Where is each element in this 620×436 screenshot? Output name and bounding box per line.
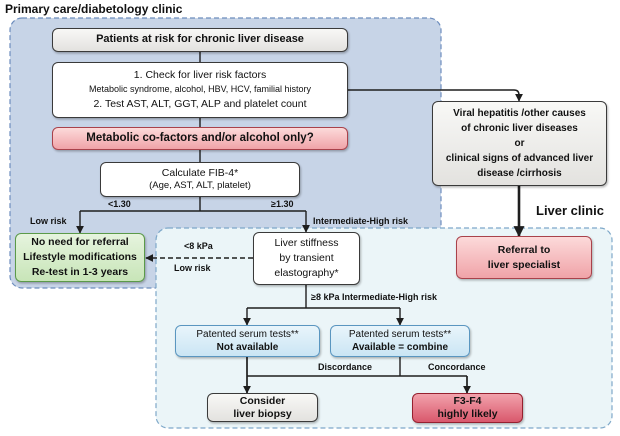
- stiffness-low-risk-label: Low risk: [174, 263, 211, 273]
- viral-line-3: or: [514, 138, 525, 149]
- fib4-high-threshold-label: ≥1.30: [271, 199, 294, 209]
- referral-line-1: Referral to: [497, 243, 551, 256]
- f3f4-line-2: highly likely: [437, 408, 498, 420]
- risk-check-step2: 2. Test AST, ALT, GGT, ALP and platelet …: [93, 98, 307, 111]
- patients-at-risk-box: Patients at risk for chronic liver disea…: [52, 28, 348, 52]
- biopsy-line-2: liver biopsy: [233, 407, 292, 420]
- serum-unavailable-status: Not available: [216, 342, 279, 353]
- risk-check-factors: Metabolic syndrome, alcohol, HBV, HCV, f…: [89, 83, 311, 94]
- serum-unavailable-title: Patented serum tests**: [196, 329, 299, 340]
- referral-box: Referral to liver specialist: [456, 236, 592, 279]
- concordance-label: Concordance: [428, 362, 486, 372]
- serum-unavailable-box: Patented serum tests** Not available: [175, 325, 320, 357]
- viral-line-5: disease /cirrhosis: [477, 168, 562, 179]
- f3f4-box: F3-F4 highly likely: [412, 393, 523, 423]
- fib4-low-threshold-label: <1.30: [108, 199, 131, 209]
- cofactors-question-box: Metabolic co-factors and/or alcohol only…: [52, 127, 348, 150]
- cofactors-question-text: Metabolic co-factors and/or alcohol only…: [86, 132, 314, 145]
- stiffness-line-1: Liver stiffness: [274, 237, 339, 249]
- stiffness-low-threshold-label: <8 kPa: [184, 241, 213, 251]
- fib4-low-risk-label: Low risk: [30, 216, 67, 226]
- risk-check-box: 1. Check for liver risk factors Metaboli…: [52, 62, 348, 118]
- biopsy-box: Consider liver biopsy: [207, 393, 318, 422]
- f3f4-line-1: F3-F4: [453, 395, 482, 407]
- biopsy-line-1: Consider: [239, 394, 286, 407]
- no-referral-line-3: Re-test in 1-3 years: [31, 266, 129, 278]
- fib4-high-risk-label: Intermediate-High risk: [313, 216, 409, 226]
- no-referral-box: No need for referral Lifestyle modificat…: [15, 233, 145, 282]
- viral-line-2: of chronic liver diseases: [461, 123, 578, 134]
- viral-line-4: clinical signs of advanced liver: [445, 153, 594, 164]
- discordance-label: Discordance: [318, 362, 373, 372]
- serum-available-status: Available = combine: [351, 342, 449, 353]
- no-referral-line-2: Lifestyle modifications: [23, 251, 137, 263]
- referral-line-2: liver specialist: [487, 258, 561, 271]
- risk-check-step1: 1. Check for liver risk factors: [133, 68, 267, 81]
- stiffness-line-3: elastography*: [274, 267, 339, 279]
- fib4-title: Calculate FIB-4*: [161, 167, 239, 179]
- fib4-inputs: (Age, AST, ALT, platelet): [149, 180, 251, 192]
- arrow-check-to-viral: [348, 89, 523, 102]
- viral-line-1: Viral hepatitis /other causes: [453, 108, 586, 119]
- no-referral-line-1: No need for referral: [31, 236, 129, 248]
- serum-available-title: Patented serum tests**: [348, 329, 452, 340]
- liver-stiffness-box: Liver stiffness by transient elastograph…: [253, 232, 360, 285]
- stiffness-high-risk-label: ≥8 kPa Intermediate-High risk: [311, 292, 437, 302]
- fib4-box: Calculate FIB-4* (Age, AST, ALT, platele…: [100, 162, 300, 197]
- primary-care-label: Primary care/diabetology clinic: [5, 2, 183, 16]
- patients-at-risk-text: Patients at risk for chronic liver disea…: [96, 33, 304, 46]
- stiffness-line-2: by transient: [279, 252, 334, 264]
- viral-hepatitis-box: Viral hepatitis /other causes of chronic…: [432, 101, 607, 186]
- liver-clinic-label: Liver clinic: [536, 203, 604, 218]
- serum-available-box: Patented serum tests** Available = combi…: [330, 325, 470, 357]
